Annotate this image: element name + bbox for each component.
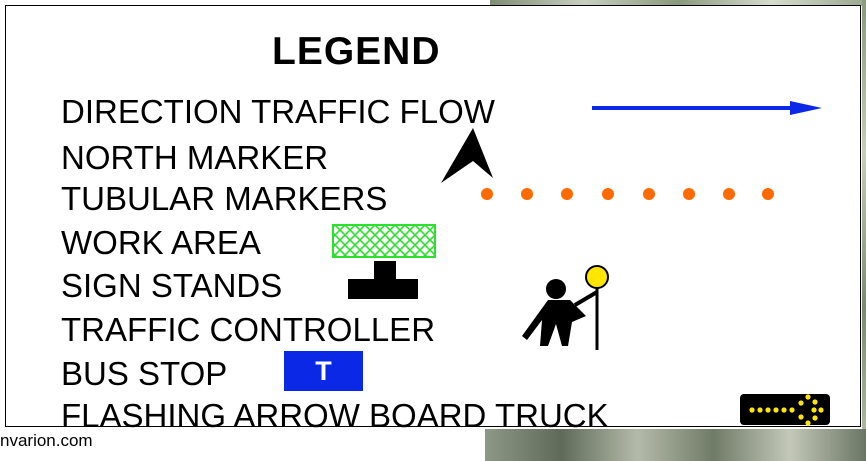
legend-panel — [5, 5, 861, 427]
legend-title: LEGEND — [272, 30, 441, 73]
watermark: nvarion.com — [0, 431, 93, 450]
map-background-bottom — [485, 429, 866, 461]
blue-arrow-icon — [592, 101, 822, 115]
legend-label-direction-traffic-flow: DIRECTION TRAFFIC FLOW — [61, 93, 495, 130]
north-arrow-icon — [441, 128, 493, 183]
green-crosshatch-icon — [332, 224, 436, 258]
legend-label-flashing-arrow-board-truck: FLASHING ARROW BOARD TRUCK — [61, 397, 609, 434]
sign-stand-icon — [348, 261, 418, 299]
legend-label-sign-stands: SIGN STANDS — [61, 267, 283, 304]
legend-label-bus-stop: BUS STOP — [61, 355, 228, 392]
legend-label-tubular-markers: TUBULAR MARKERS — [61, 180, 388, 217]
legend-label-north-marker: NORTH MARKER — [61, 139, 329, 176]
bus-stop-icon: T — [284, 351, 363, 391]
map-background-top — [490, 0, 866, 6]
map-background-right — [862, 0, 866, 461]
legend-label-work-area: WORK AREA — [61, 224, 261, 261]
orange-dots-icon — [481, 188, 774, 200]
traffic-controller-icon — [522, 265, 609, 350]
arrow-board-icon — [740, 394, 830, 426]
bus-stop-glyph: T — [315, 355, 332, 386]
legend-label-traffic-controller: TRAFFIC CONTROLLER — [61, 311, 436, 348]
